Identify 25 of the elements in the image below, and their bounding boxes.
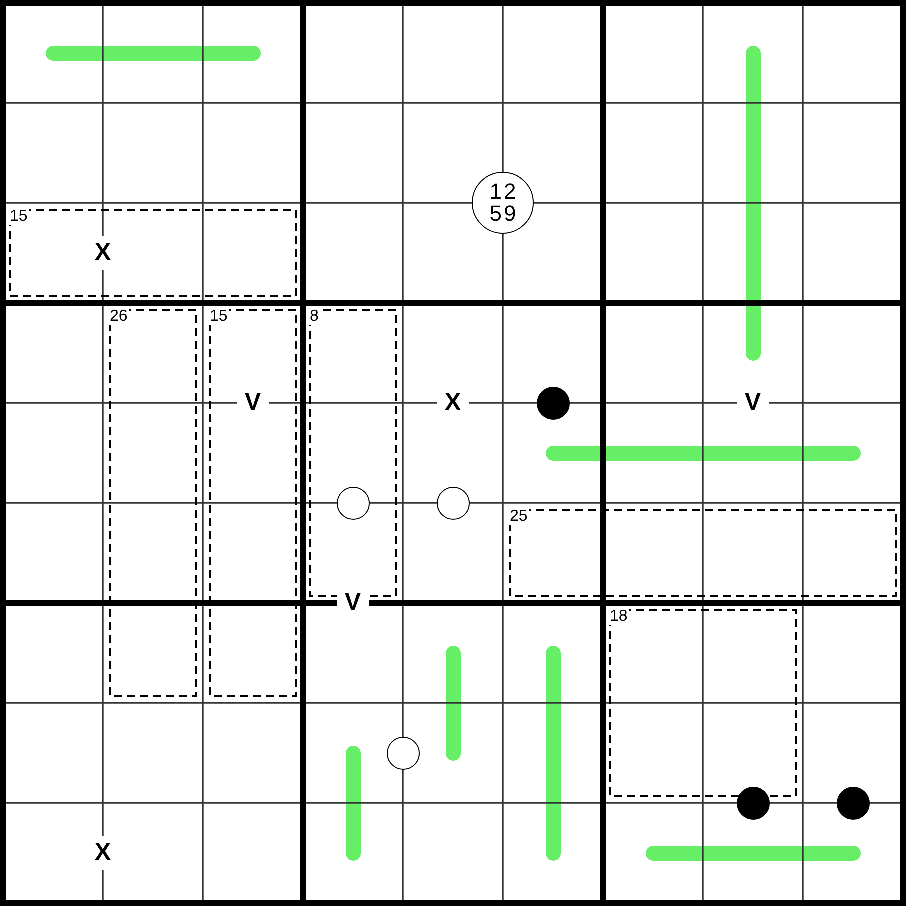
- killer-cage: [509, 509, 897, 597]
- hollow-dot-icon: [436, 486, 470, 520]
- filled-dot-icon: [836, 786, 870, 820]
- killer-cage: [609, 609, 797, 797]
- whisper-line: [446, 646, 460, 760]
- whisper-line: [546, 646, 560, 860]
- cage-sum: 8: [309, 309, 320, 325]
- killer-cage: [9, 209, 297, 297]
- killer-cage: [209, 309, 297, 697]
- whisper-line: [346, 746, 360, 860]
- cage-sum: 15: [209, 309, 229, 325]
- cage-sum: 15: [9, 209, 29, 225]
- hollow-dot-icon: [336, 486, 370, 520]
- hollow-dot-icon: [386, 736, 420, 770]
- quadruple-digits: 12 59: [488, 181, 520, 225]
- killer-cage: [109, 309, 197, 697]
- cage-sum: 18: [609, 609, 629, 625]
- whisper-line: [646, 846, 860, 860]
- cage-sum: 25: [509, 509, 529, 525]
- filled-dot-icon: [736, 786, 770, 820]
- whisper-line: [546, 446, 860, 460]
- filled-dot-icon: [536, 386, 570, 420]
- whisper-line: [746, 46, 760, 360]
- whisper-line: [46, 46, 260, 60]
- cage-sum: 26: [109, 309, 129, 325]
